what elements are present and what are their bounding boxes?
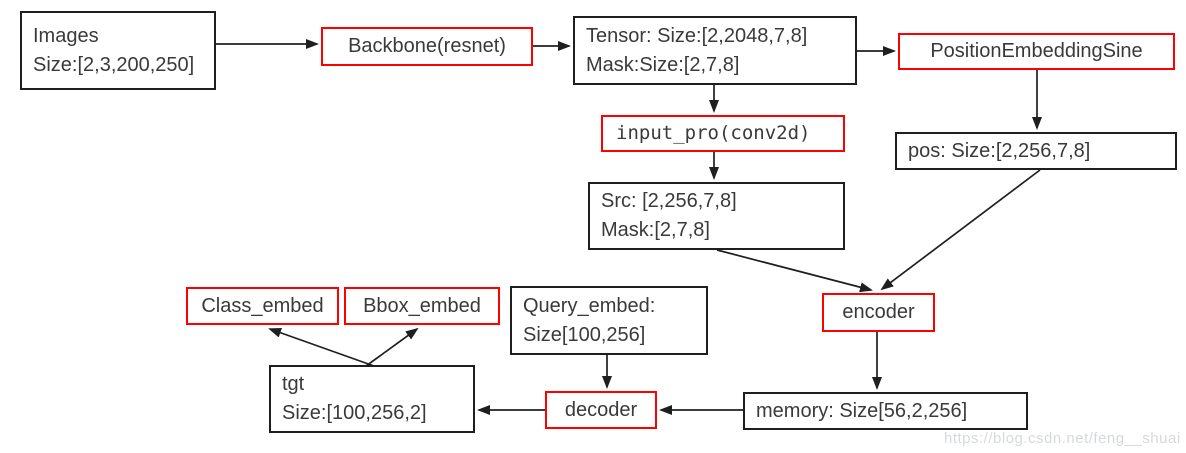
node-pos: pos: Size:[2,256,7,8] [895,132,1177,170]
node-tgt-line1: tgt [282,373,305,395]
node-query-embed-line2: Size[100,256] [523,323,646,346]
node-class-embed-label: Class_embed [201,294,324,317]
node-memory: memory: Size[56,2,256] [743,392,1028,430]
node-class-embed: Class_embed [186,287,339,325]
node-src-line1: Src: [2,256,7,8] [601,190,737,212]
node-images-line1: Images [33,24,99,47]
node-position-embedding-sine-label: PositionEmbeddingSine [930,40,1143,62]
node-decoder-label: decoder [564,398,638,421]
arrow-tgt-to-bbox-embed [365,327,419,367]
node-src: Src: [2,256,7,8] Mask:[2,7,8] [588,182,845,250]
csdn-watermark: https://blog.csdn.net/feng__shuai [944,430,1181,447]
node-pos-label: pos: Size:[2,256,7,8] [908,139,1091,162]
node-tgt-line2: Size:[100,256,2] [282,402,427,424]
arrow-tgt-to-class-embed [268,327,375,367]
node-tgt: tgt Size:[100,256,2] [269,365,475,433]
node-bbox-embed: Bbox_embed [344,287,500,325]
node-decoder: decoder [545,391,657,429]
node-tensor: Tensor: Size:[2,2048,7,8] Mask:Size:[2,7… [573,16,857,85]
arrow-pos-to-encoder [880,169,1041,291]
node-bbox-embed-label: Bbox_embed [363,294,481,317]
node-tensor-line2: Mask:Size:[2,7,8] [586,53,740,76]
node-position-embedding-sine: PositionEmbeddingSine [898,33,1175,70]
node-src-line2: Mask:[2,7,8] [601,219,710,241]
node-backbone: Backbone(resnet) [321,27,533,66]
node-images: Images Size:[2,3,200,250] [20,11,216,90]
node-backbone-label: Backbone(resnet) [348,35,506,57]
node-input-pro: input_pro(conv2d) [601,115,845,152]
node-memory-label: memory: Size[56,2,256] [756,399,968,422]
arrow-src-to-encoder [716,249,873,293]
node-tensor-line1: Tensor: Size:[2,2048,7,8] [586,24,808,47]
node-encoder-label: encoder [842,301,915,323]
node-query-embed-line1: Query_embed: [523,294,656,317]
node-query-embed: Query_embed: Size[100,256] [510,286,708,355]
node-encoder: encoder [822,293,935,332]
node-images-line2: Size:[2,3,200,250] [33,53,195,76]
node-input-pro-label: input_pro(conv2d) [616,122,811,144]
